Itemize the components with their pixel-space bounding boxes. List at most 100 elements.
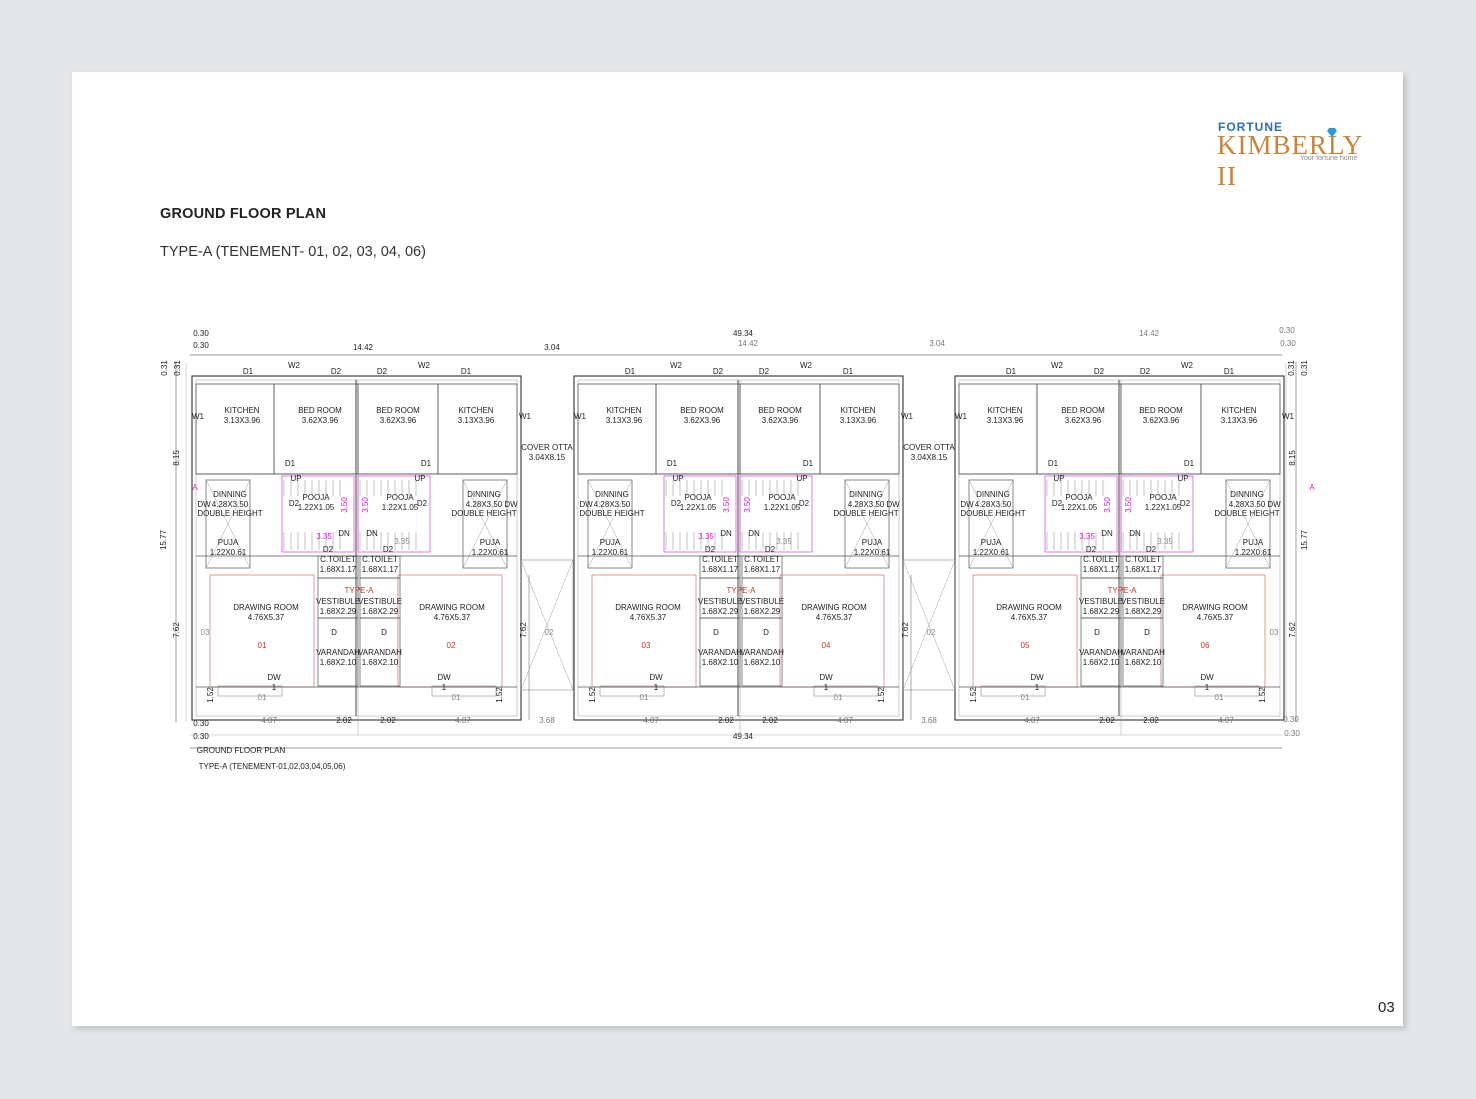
edge-dim-vertical: 0.31 <box>1287 360 1296 376</box>
door-label: DW <box>1267 500 1281 509</box>
block-outline <box>573 375 904 721</box>
door-label: D2 <box>1094 367 1105 376</box>
door-label: D2 <box>759 367 770 376</box>
edge-dim: 0.30 <box>1279 326 1295 335</box>
logo-line1: FORTUNE <box>1218 120 1283 134</box>
sub-dimension: 2.02 <box>1143 716 1159 725</box>
edge-dim: 0.30 <box>193 341 209 350</box>
door-label: D1 <box>625 367 636 376</box>
stair-down: DN <box>1129 529 1141 538</box>
front-strip-dim: 1.52 <box>588 687 597 703</box>
front-strip-dim: 1.52 <box>495 687 504 703</box>
varandah-dimension: 1.68X2.10 <box>320 658 357 667</box>
front-strip-dim: 1.52 <box>1258 687 1267 703</box>
bedroom-dimension: 3.62X3.96 <box>1143 416 1180 425</box>
door-label: D1 <box>243 367 254 376</box>
puja-diagonal <box>205 479 251 569</box>
door-label: D2 <box>289 499 300 508</box>
door-label: DW <box>579 500 593 509</box>
kitchen-name: KITCHEN <box>458 406 493 415</box>
window-label: W1 <box>192 412 205 421</box>
door-label: D <box>1144 628 1150 637</box>
stair-dimension: 3.35 <box>698 532 714 541</box>
toilet-name: C.TOILET <box>320 555 356 564</box>
toilet-dimension: 1.68X1.17 <box>1125 565 1162 574</box>
otta-diagonal <box>520 559 574 691</box>
door-label: D2 <box>1140 367 1151 376</box>
door-label: D <box>381 628 387 637</box>
vestibule-name: VESTIBULE <box>740 597 784 606</box>
section-marker: A <box>192 483 198 492</box>
rear-room <box>819 383 900 475</box>
door-label: DW <box>886 500 900 509</box>
puja-dimension: 1.22X0.61 <box>973 548 1010 557</box>
drawing-room-name: DRAWING ROOM <box>1182 603 1248 612</box>
window-label: W2 <box>288 361 301 370</box>
window-label: W2 <box>418 361 431 370</box>
drawing-room-dimension: 4.76X5.37 <box>1197 613 1234 622</box>
door-label: DW <box>504 500 518 509</box>
unit-number: 02 <box>447 641 456 650</box>
door-label: D1 <box>1048 459 1059 468</box>
varandah-name: VARANDAH <box>698 648 742 657</box>
window-label: W1 <box>955 412 968 421</box>
pooja-dimension: 1.22X1.05 <box>1061 503 1098 512</box>
otta-frame <box>902 559 956 691</box>
dining-name: DINNING <box>595 490 629 499</box>
stair-down: DN <box>338 529 350 538</box>
stair-up: UP <box>796 474 807 483</box>
door-label: D1 <box>421 459 432 468</box>
toilet-dimension: 1.68X1.17 <box>744 565 781 574</box>
pooja-dimension: 1.22X1.05 <box>764 503 801 512</box>
bedroom-dimension: 3.62X3.96 <box>380 416 417 425</box>
zone-label: 02 <box>545 628 554 637</box>
window-label: W2 <box>1051 361 1064 370</box>
dining-dimension: 4.28X3.50 <box>848 500 885 509</box>
puja-niche <box>968 479 1014 569</box>
cover-otta-name: COVER OTTA <box>521 443 573 452</box>
otta-width-left: 3.04 <box>544 343 560 352</box>
drawing-room-outline <box>972 574 1078 688</box>
unit-number: 03 <box>642 641 651 650</box>
edge-dim: 0.30 <box>1280 339 1296 348</box>
varandah-dimension: 1.68X2.10 <box>744 658 781 667</box>
sub-dimension: 2.02 <box>380 716 396 725</box>
puja-name: PUJA <box>600 538 621 547</box>
front-step <box>813 685 879 697</box>
door-label: D2 <box>383 545 394 554</box>
total-depth-left: 15.77 <box>159 529 168 550</box>
zone-label: 01 <box>1215 693 1224 702</box>
kitchen-dimension: 3.13X3.96 <box>224 416 261 425</box>
drawing-room-name: DRAWING ROOM <box>801 603 867 612</box>
bedroom-dimension: 3.62X3.96 <box>684 416 721 425</box>
varandah <box>699 617 741 687</box>
staircase <box>1044 475 1118 553</box>
edge-dim: 0.30 <box>1284 729 1300 738</box>
dining-dimension: 4.28X3.50 <box>212 500 249 509</box>
rear-room <box>437 383 518 475</box>
unit-number: 04 <box>822 641 831 650</box>
vestibule-dimension: 1.68X2.29 <box>702 607 739 616</box>
varandah <box>1122 617 1164 687</box>
drawing-room-outline <box>779 574 885 688</box>
front-step <box>217 685 283 697</box>
otta-frame <box>520 559 574 691</box>
varandah-name: VARANDAH <box>740 648 784 657</box>
toilet-dimension: 1.68X1.17 <box>702 565 739 574</box>
door-label: D2 <box>713 367 724 376</box>
rear-room <box>1200 383 1281 475</box>
dining-name: DINNING <box>976 490 1010 499</box>
stair-up: UP <box>1053 474 1064 483</box>
door-label: D2 <box>705 545 716 554</box>
vestibule-dimension: 1.68X2.29 <box>362 607 399 616</box>
door-label: D2 <box>417 499 428 508</box>
front-strip-dim: 1.52 <box>969 687 978 703</box>
varandah-name: VARANDAH <box>358 648 402 657</box>
door-label: D1 <box>285 459 296 468</box>
toilet-dimension: 1.68X1.17 <box>320 565 357 574</box>
page-subtitle: TYPE-A (TENEMENT- 01, 02, 03, 04, 06) <box>160 244 426 260</box>
stair-down: DN <box>366 529 378 538</box>
pooja-name: POOJA <box>1065 493 1093 502</box>
rear-room <box>195 383 275 475</box>
pooja-dimension: 1.22X1.05 <box>382 503 419 512</box>
